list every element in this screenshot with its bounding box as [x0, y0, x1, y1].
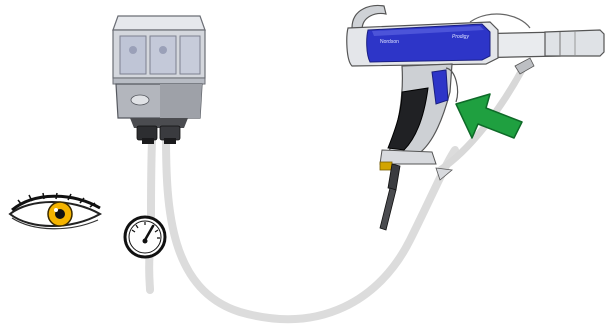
pointer-arrow-icon [456, 94, 522, 138]
gun-brand-label: Nordson [380, 39, 399, 45]
eye-icon [10, 193, 100, 229]
pump-unit [113, 16, 205, 144]
gun-model-label: Prodigy [452, 34, 469, 40]
pressure-gauge-icon [125, 217, 165, 257]
